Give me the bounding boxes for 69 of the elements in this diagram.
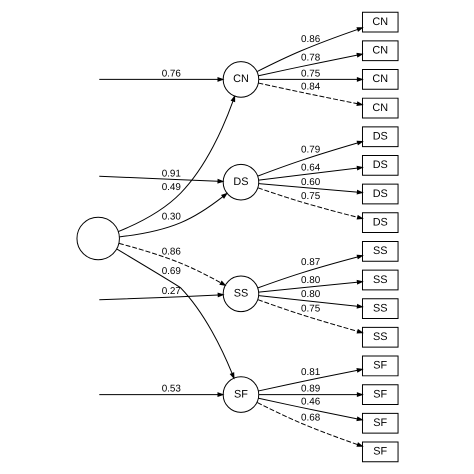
edge-label: 0.91: [161, 168, 180, 180]
edge-label: 0.87: [300, 257, 320, 268]
node-box: SS: [361, 298, 398, 319]
node-box: DS: [361, 184, 398, 204]
edge-label: 0.60: [300, 177, 320, 188]
arrow: [98, 176, 224, 184]
arrow: [256, 402, 364, 447]
arrow: [117, 94, 235, 232]
edge-label: 0.27: [161, 286, 180, 297]
node-box: SS: [361, 240, 398, 262]
node-box: SF: [361, 412, 398, 434]
arrow: [258, 392, 364, 398]
arrow: [258, 295, 364, 309]
edge-label: 0.80: [300, 274, 320, 286]
arrow: [258, 166, 364, 181]
edge-label: 0.75: [300, 190, 320, 202]
edge-label: 0.64: [300, 162, 320, 174]
arrow: [118, 242, 226, 286]
node-box: SS: [361, 270, 398, 290]
edge-label: 0.79: [300, 144, 320, 156]
edge-label: 0.76: [161, 68, 180, 80]
node-circle: CN: [222, 61, 259, 98]
node-box: CN: [361, 40, 398, 62]
node-box: CN: [361, 98, 398, 118]
edge-label: 0.46: [300, 396, 320, 408]
arrow: [258, 52, 364, 76]
edge-label: 0.84: [300, 81, 320, 92]
edge-label: 0.53: [161, 384, 180, 395]
node-circle: SF: [222, 376, 259, 413]
edge-label: 0.86: [161, 246, 180, 258]
edge-label: 0.69: [161, 266, 180, 278]
node-box: CN: [361, 69, 398, 90]
node-box: SF: [361, 356, 398, 376]
edge-label: 0.30: [161, 212, 180, 223]
arrow: [256, 140, 364, 177]
arrow: [258, 280, 364, 293]
edge-label: 0.81: [300, 366, 320, 378]
arrow: [258, 398, 364, 422]
node-box: SF: [361, 384, 398, 405]
edge-label: 0.75: [300, 68, 320, 80]
node-box: DS: [361, 155, 398, 176]
arrow: [118, 192, 228, 238]
arrow: [258, 82, 364, 106]
node-box: DS: [361, 212, 398, 234]
node-circle: [76, 216, 120, 260]
arrow: [98, 392, 224, 398]
node-box: SS: [361, 326, 398, 348]
arrow: [256, 299, 364, 334]
arrow: [256, 254, 364, 288]
edge-label: 0.89: [300, 384, 320, 395]
node-box: SF: [361, 442, 398, 462]
arrow: [98, 76, 224, 82]
edge-label: 0.86: [300, 34, 320, 45]
arrow: [258, 368, 364, 392]
arrow: [258, 76, 364, 82]
edge-label: 0.75: [300, 304, 320, 315]
arrow: [98, 292, 224, 300]
node-box: DS: [361, 126, 398, 148]
edge-label: 0.49: [161, 182, 180, 194]
node-circle: SS: [222, 276, 259, 312]
node-circle: DS: [222, 164, 259, 200]
arrow: [258, 183, 364, 194]
arrow: [116, 248, 234, 380]
edge-label: 0.78: [300, 52, 320, 64]
arrow: [256, 187, 364, 220]
arrow: [256, 27, 364, 72]
edge-label: 0.80: [300, 288, 320, 300]
edge-label: 0.68: [300, 412, 320, 424]
node-box: CN: [361, 12, 398, 32]
